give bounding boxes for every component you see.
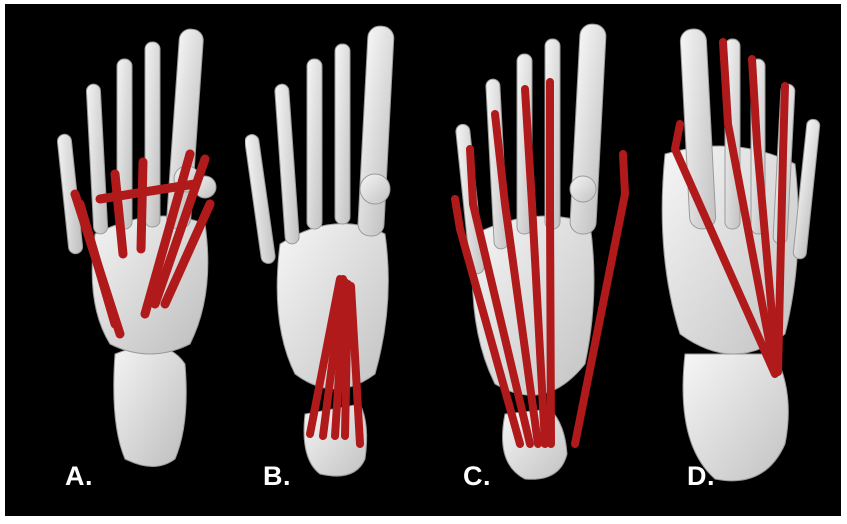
panel-label-a: A. <box>65 461 93 492</box>
panel-c: C. <box>435 4 635 516</box>
bones-d <box>662 28 820 480</box>
panel-label-b: B. <box>263 461 291 492</box>
panel-a: A. <box>55 4 245 516</box>
figure-frame: A. <box>5 4 841 516</box>
foot-skeleton-b <box>245 4 435 516</box>
panel-label-d: D. <box>687 461 715 492</box>
foot-skeleton-c <box>435 4 635 516</box>
panel-b: B. <box>245 4 435 516</box>
foot-skeleton-d <box>635 4 835 516</box>
panel-label-c: C. <box>463 461 491 492</box>
bones-b <box>245 26 394 477</box>
panel-d: D. <box>635 4 835 516</box>
foot-skeleton-a <box>55 4 245 516</box>
